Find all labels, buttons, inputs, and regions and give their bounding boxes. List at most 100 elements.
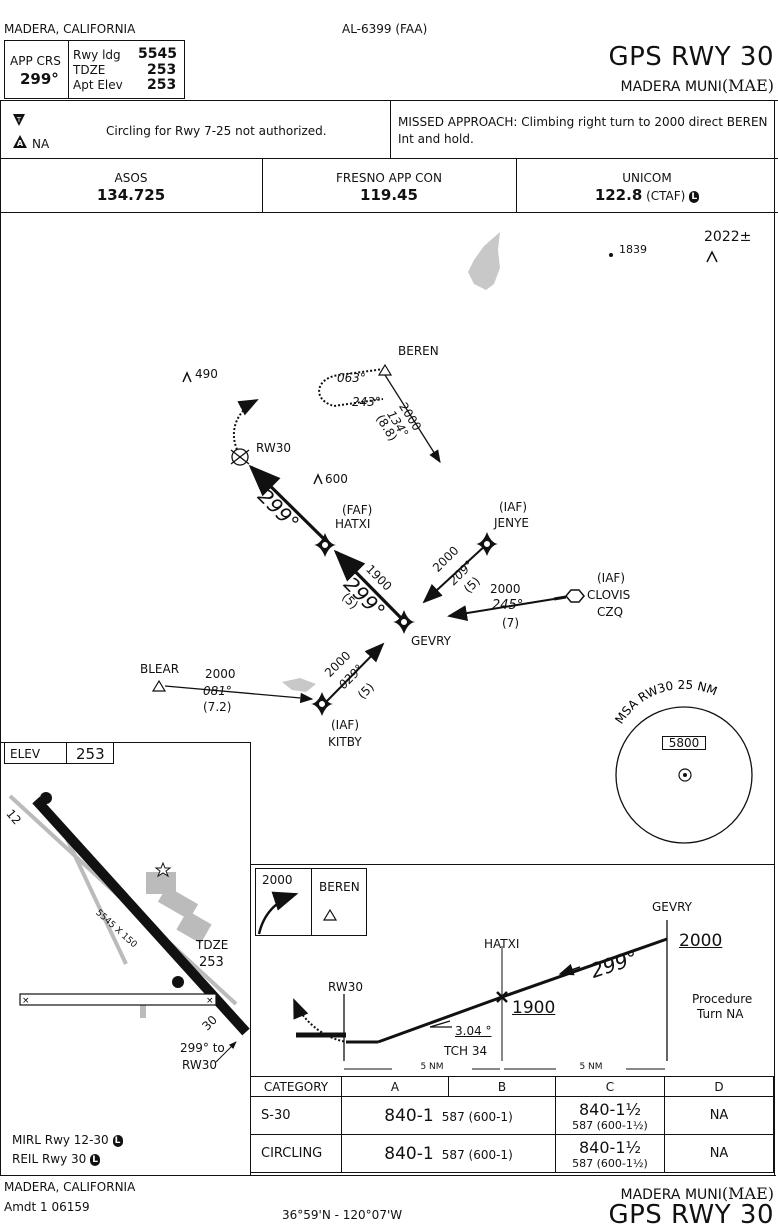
min-header-d: D [664,1076,774,1097]
footer-coords: 36°59'N - 120°07'W [282,1208,403,1222]
jenye-label: JENYE [494,516,530,530]
obstacle-1839: 1839 [619,243,647,256]
kitby-label: KITBY [328,735,362,749]
profile-tch: TCH 34 [444,1044,488,1058]
comm-app-con-freq: 119.45 [360,186,418,204]
blear-fix-icon [151,679,167,692]
kitby-iaf-label: (IAF) [331,718,360,732]
intermediate-course-line [333,549,404,621]
header-city-state: MADERA, CALIFORNIA [4,22,136,36]
procedure-notes: Circling for Rwy 7-25 not authorized. [106,124,327,138]
faf-label: (FAF) [342,503,373,517]
obstacle-490: 490 [195,367,218,381]
min-header-category: CATEGORY [250,1076,342,1097]
comm-unicom-name: UNICOM [622,171,672,185]
kitby-waypoint-icon [311,692,333,716]
tdze-label: TDZE [73,63,106,77]
min-row-s30-ab: 840-1 587 (600-1) [341,1096,556,1135]
blear-leg-crs: 081° [203,684,232,698]
profile-rw30: RW30 [328,980,363,994]
obstacle-600: 600 [325,472,348,486]
jenye-waypoint-icon [476,532,498,556]
sketch-crs-note: 299° to [180,1041,225,1055]
obstacle-2022-icon [706,250,718,263]
sketch-crs-note-2: RW30 [182,1058,217,1072]
clovis-leg-alt: 2000 [490,582,521,596]
profile-seg1: 5 NM [392,1062,472,1072]
sketch-tdze-label: TDZE [196,938,229,952]
svg-text:A: A [17,139,24,148]
runway-12-30 [32,796,250,1036]
comm-asos-name: ASOS [114,171,148,185]
lighting-l-icon: L [689,190,700,203]
final-course-line [248,464,327,542]
lake-shape [468,232,500,290]
svg-text:×: × [22,996,30,1006]
missed-approach-text-2: Int and hold. [398,132,474,146]
msa-altitude: 5800 [662,736,706,750]
profile-view [257,891,668,1070]
footer-title: GPS RWY 30 [608,1200,774,1230]
clovis-leg-crs: 245° [492,598,524,613]
app-crs-value: 299° [20,70,59,88]
runway-7-25 [19,993,217,1006]
min-row-s30-cat: S-30 [250,1096,342,1135]
missed-approach-text: MISSED APPROACH: Climbing right turn to … [398,115,768,129]
rwy-ldg-value: 5545 [138,46,177,62]
jenye-iaf-label: (IAF) [499,500,528,514]
briefing-crs-box [4,40,185,99]
footer-amdt: Amdt 1 06159 [4,1200,90,1214]
minimums-table: CATEGORY A B C D S-30 840-1 587 (600-1) … [250,1076,774,1173]
gevry-waypoint-icon [393,610,415,634]
airport-name-header: MADERA MUNI(MAE) [620,76,774,95]
min-header-a: A [341,1076,449,1097]
min-row-circling-cat: CIRCLING [250,1134,342,1173]
obstacle-2022: 2022± [704,229,752,245]
clovis-leg-dist: (7) [502,616,519,630]
beacon-icon [154,861,172,878]
clovis-label: CLOVIS [587,588,631,602]
min-row-s30-d: NA [664,1096,774,1135]
elev-box [4,742,114,764]
rwy-ldg-label: Rwy ldg [73,48,121,62]
beren-fix-icon [377,363,393,376]
apt-elev-label: Apt Elev [73,78,123,92]
footer-city-state: MADERA, CALIFORNIA [4,1180,136,1194]
elev-label: ELEV [10,747,41,761]
lighting-note-1: MIRL Rwy 12-30 L [12,1133,123,1147]
pt-note-1: Procedure [692,992,753,1006]
tdze-value: 253 [147,62,177,78]
hold-alt: 2000 [262,873,293,887]
elev-value: 253 [76,745,105,763]
svg-text:×: × [206,996,214,1006]
profile-gevry-alt: 2000 [679,931,723,951]
pt-note-2: Turn NA [697,1007,744,1021]
min-header-c: C [555,1076,665,1097]
min-row-circling-ab: 840-1 587 (600-1) [341,1134,556,1173]
profile-gevry: GEVRY [652,900,692,914]
czq-label: CZQ [597,605,624,619]
gevry-label: GEVRY [411,634,451,648]
min-header-b: B [448,1076,556,1097]
chart-id: AL-6399 (FAA) [342,22,428,36]
plan-view: MSA RW30 25 NM [151,232,753,844]
sketch-tdze-value: 253 [199,955,224,970]
procedure-title: GPS RWY 30 [608,42,774,72]
profile-hatxi: HATXI [484,937,520,951]
app-crs-label: APP CRS [10,54,61,68]
profile-hatxi-alt: 1900 [512,998,556,1018]
rw30-plan-label: RW30 [256,441,291,455]
msa-circle [615,706,753,844]
clovis-iaf-label: (IAF) [597,571,626,585]
comm-unicom-freq-row: 122.8 (CTAF) L [516,186,778,204]
alternate-minimums-icon: A [12,134,28,154]
comm-asos-freq: 134.725 [96,186,166,204]
blear-leg-dist: (7.2) [203,700,232,714]
hatxi-label: HATXI [335,517,371,531]
clovis-vortac-icon [565,589,585,603]
profile-gpa: 3.04 ° [455,1024,492,1038]
blear-leg-alt: 2000 [205,667,236,681]
airport-diagram: × × [8,792,250,1063]
